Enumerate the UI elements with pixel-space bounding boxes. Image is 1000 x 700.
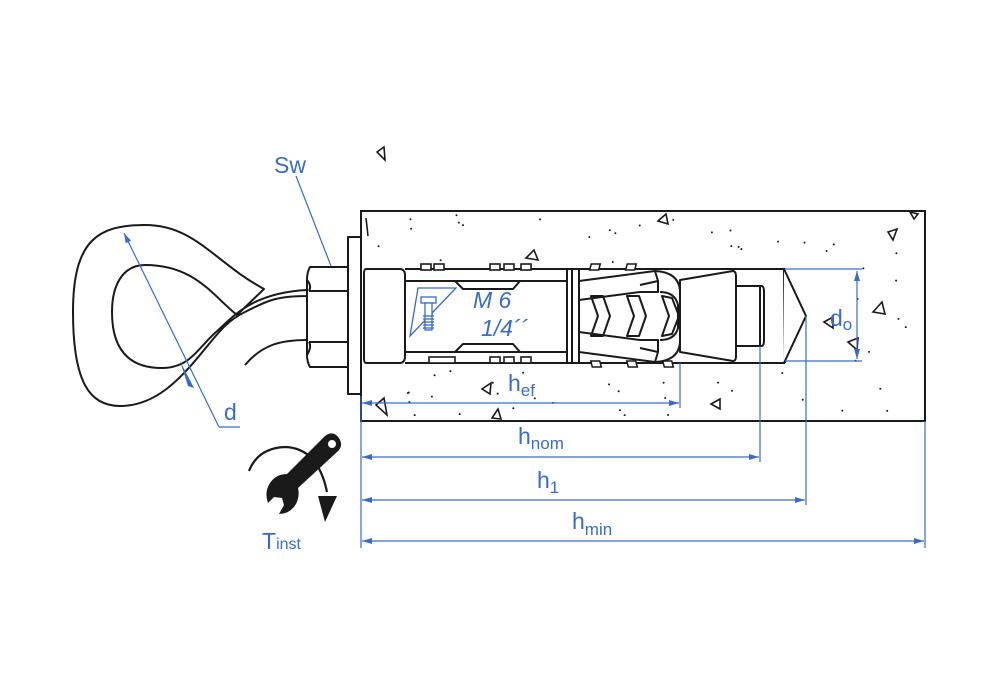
speckle <box>638 224 641 227</box>
imperial-marking: 1/4´´ <box>481 315 529 341</box>
speckle <box>730 245 733 248</box>
speckle <box>611 261 614 263</box>
hef-dimension: hef <box>362 370 679 406</box>
washer <box>347 236 362 395</box>
hex-nut <box>306 266 349 368</box>
torque-indicator: Tinst <box>247 433 342 554</box>
speckle <box>608 229 611 232</box>
speckle <box>410 227 413 230</box>
speckle <box>801 398 804 401</box>
speckle <box>457 221 460 224</box>
speckle <box>413 414 416 417</box>
speckle <box>879 387 882 390</box>
bolt-icon <box>409 287 458 338</box>
tinst-label: Tinst <box>262 528 302 554</box>
speckle <box>409 218 412 221</box>
speckle <box>781 372 784 374</box>
speckle <box>862 267 865 270</box>
hmin-dimension: hmin <box>362 508 924 544</box>
speckle <box>740 248 743 251</box>
speckle <box>614 232 617 235</box>
speckle <box>731 389 734 392</box>
speckle <box>825 250 828 252</box>
speckle <box>737 245 740 248</box>
speckle <box>433 374 436 377</box>
speckle <box>496 392 499 395</box>
speckle <box>491 381 494 384</box>
speckle <box>449 370 452 373</box>
speckle <box>662 381 665 384</box>
d0-dimension: do <box>785 268 862 362</box>
extension-lines <box>360 316 926 548</box>
speckle <box>462 224 464 227</box>
speckle <box>533 397 536 400</box>
speckle <box>717 381 720 384</box>
d-label: d <box>224 399 237 425</box>
h1-dimension: h1 <box>362 467 805 503</box>
speckle <box>664 397 667 399</box>
speckle <box>617 390 620 393</box>
speckle <box>841 409 844 412</box>
speckle <box>618 409 621 412</box>
d-dimension: d <box>123 232 240 428</box>
hef-label: hef <box>508 370 535 400</box>
wrench-icon <box>266 433 342 514</box>
speckle <box>897 317 900 320</box>
eye-hook <box>72 224 308 407</box>
speckle <box>904 326 907 329</box>
speckle <box>439 259 442 262</box>
speckle <box>458 413 461 416</box>
speckle <box>895 252 898 255</box>
speckle <box>430 395 433 398</box>
h1-label: h1 <box>537 467 559 497</box>
speckle <box>777 240 780 243</box>
speckle <box>886 409 889 412</box>
hnom-dimension: hnom <box>362 423 759 460</box>
speckle <box>868 350 870 353</box>
sw-dimension: Sw <box>274 152 332 267</box>
rotation-arrow-icon <box>247 445 329 493</box>
d0-label: do <box>830 305 852 334</box>
speckle <box>729 229 732 232</box>
hmin-label: hmin <box>572 508 612 539</box>
speckle <box>522 371 525 374</box>
speckle <box>895 279 898 282</box>
speckle <box>710 231 713 234</box>
speckle <box>406 392 409 394</box>
speckle <box>832 243 835 246</box>
speckle <box>667 414 670 416</box>
hnom-label: hnom <box>518 423 564 453</box>
sleeve-marking: M 6 1/4´´ <box>409 287 529 341</box>
speckle <box>539 218 542 221</box>
anchor-sleeve <box>363 263 807 368</box>
speckle <box>623 414 626 417</box>
size-marking: M 6 <box>473 287 512 313</box>
speckle <box>588 236 591 238</box>
speckle <box>377 245 380 248</box>
speckle <box>608 383 610 386</box>
sw-label: Sw <box>274 152 306 178</box>
speckle <box>803 241 806 244</box>
concrete-speckles <box>377 214 907 417</box>
speckle <box>512 407 515 410</box>
speckle <box>672 218 675 221</box>
speckle <box>455 214 458 217</box>
